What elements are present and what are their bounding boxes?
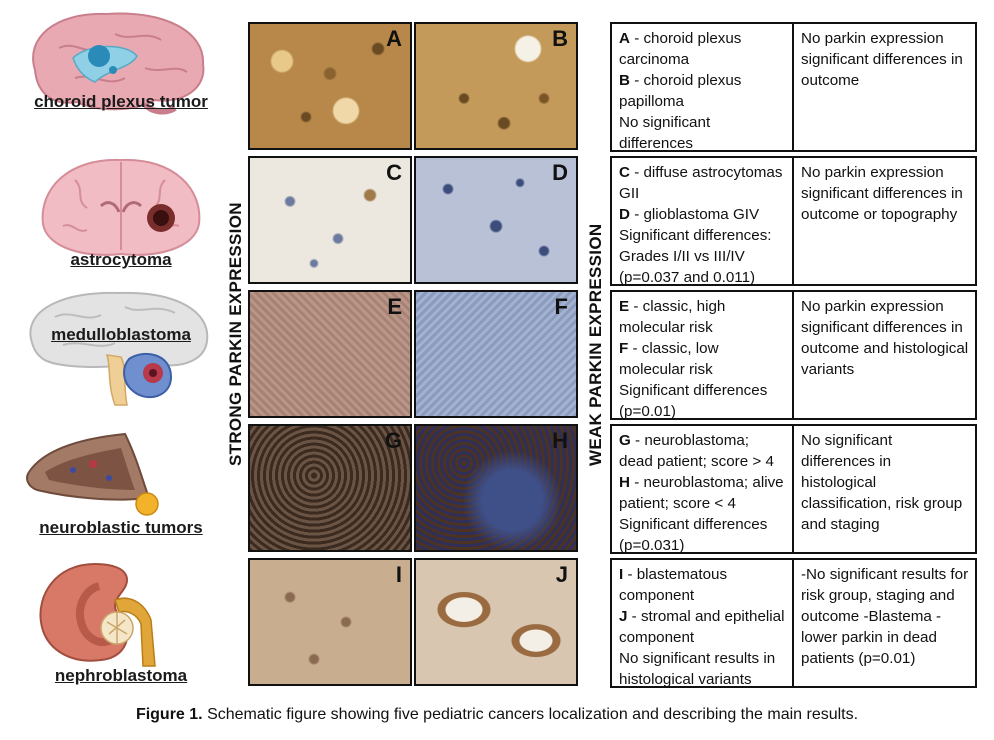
tile-i: I [248,558,412,686]
panel-letter: F [554,294,568,319]
strong-parkin-label: STRONG PARKIN EXPRESSION [226,202,245,466]
tile-c: C [248,156,412,284]
key: H [619,474,630,491]
desc: - choroid plexus carcinoma [619,30,742,68]
key: I [619,566,624,583]
desc: - classic, high molecular risk [619,298,726,336]
key: C [619,164,630,181]
panel-letter: D [552,160,568,185]
desc: Significant differences (p=0.01) [619,382,768,420]
panel-letter: C [386,160,402,185]
row-1-right: No parkin expression significant differe… [792,22,977,152]
tile-h: H [414,424,578,552]
row-3-right: No parkin expression significant differe… [792,290,977,420]
organ-label: nephroblastoma [54,666,188,685]
desc: - stromal and epithelial component [619,608,785,646]
row-4-left: G - neuroblastoma; dead patient; score >… [610,424,794,554]
brain-cerebellum-icon [29,291,209,406]
desc: - neuroblastoma; alive patient; score < … [619,474,784,512]
key: F [619,340,629,357]
tile-d: D [414,156,578,284]
tile-e: E [248,290,412,418]
tile-b: B [414,22,578,150]
desc: - choroid plexus papilloma [619,72,742,110]
row-3-left: E - classic, high molecular risk F - cla… [610,290,794,420]
organ-label: neuroblastic tumors [39,518,203,537]
row-1-left: A - choroid plexus carcinoma B - choroid… [610,22,794,152]
tile-j: J [414,558,578,686]
brain-section-icon [41,158,201,256]
adrenal-gland-icon [26,432,159,516]
row-5-right: -No significant results for risk group, … [792,558,977,688]
desc: - classic, low molecular risk [619,340,719,378]
organ-label: choroid plexus tumor [34,92,208,111]
key: E [619,298,630,315]
key: D [619,206,630,223]
desc: Significant differences: Grades I/II vs … [619,227,772,286]
organ-label: astrocytoma [70,250,172,269]
panel-letter: E [387,294,402,319]
desc: - diffuse astrocytomas GII [619,164,783,202]
tile-g: G [248,424,412,552]
panel-letter: I [395,562,402,587]
row-5-left: I - blastematous component J - stromal a… [610,558,794,688]
organ-nephroblastoma: nephroblastoma [15,560,227,690]
row-2-left: C - diffuse astrocytomas GII D - gliobla… [610,156,794,286]
organ-medulloblastoma: medulloblastoma [15,287,227,427]
panel-letter: H [552,428,568,453]
organ-neuroblastic: neuroblastic tumors [15,428,227,543]
key: G [619,432,631,449]
row-2-right: No parkin expression significant differe… [792,156,977,286]
organ-choroid-plexus: choroid plexus tumor [15,8,227,148]
row-4-right: No significant differences in histologic… [792,424,977,554]
desc: - blastematous component [619,566,728,604]
brain-choroid-icon [32,12,205,115]
kidney-icon [39,562,156,667]
panel-letter: A [386,26,402,51]
caption-label: Figure 1. [135,706,203,723]
weak-parkin-label: WEAK PARKIN EXPRESSION [586,223,605,466]
organ-astrocytoma: astrocytoma [15,150,227,280]
key: J [619,608,628,625]
organ-label: medulloblastoma [51,325,191,344]
tile-a: A [248,22,412,150]
panel-letter: G [384,428,402,453]
key: A [619,30,630,47]
desc: - glioblastoma GIV [629,206,760,223]
key: B [619,72,630,89]
panel-letter: J [555,562,568,587]
panel-letter: B [552,26,568,51]
tile-f: F [414,290,578,418]
desc: - neuroblastoma; dead patient; score > 4 [619,432,774,470]
caption-text: Schematic figure showing five pediatric … [202,706,859,723]
desc: Significant differences (p=0.031) [619,516,768,554]
figure-caption: Figure 1. Schematic figure showing five … [0,706,994,724]
desc: No significant results in histological v… [619,650,776,688]
desc: No significant differences [619,114,711,152]
